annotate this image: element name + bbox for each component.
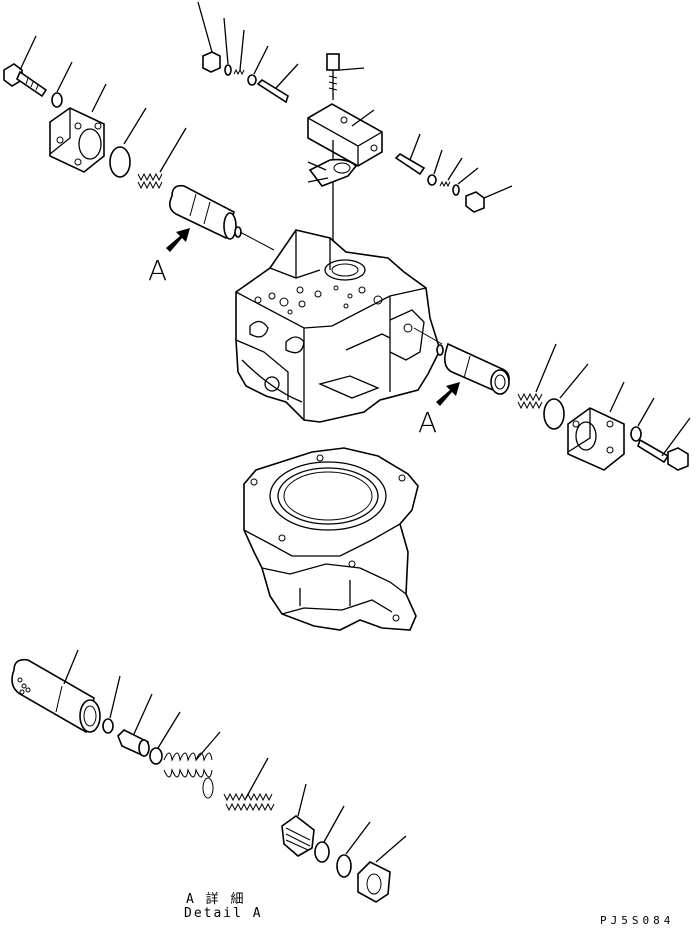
top-left-bolt xyxy=(3,35,48,98)
view-marker-a-left: A xyxy=(148,254,168,287)
detail-large-spring xyxy=(163,731,221,799)
view-marker-a-right: A xyxy=(418,406,438,439)
right-o-ring xyxy=(543,363,589,430)
detail-snap-ring xyxy=(314,805,345,863)
detail-ring-2 xyxy=(149,711,181,765)
drawing-code: PJ5S084 xyxy=(600,914,675,927)
top-left-cover-flange xyxy=(49,83,107,173)
top-small-pin xyxy=(256,63,299,104)
top-small-spring-1 xyxy=(233,29,245,76)
top-left-spool xyxy=(168,184,275,251)
top-right-pin xyxy=(394,133,426,176)
right-bolt xyxy=(637,417,691,471)
detail-sleeve xyxy=(11,649,101,734)
top-right-plug xyxy=(465,185,513,213)
top-left-o-ring xyxy=(109,107,147,178)
detail-nut xyxy=(357,835,407,903)
top-left-washer xyxy=(51,61,73,108)
detail-threaded-seat xyxy=(281,783,315,857)
pump-head-casting xyxy=(235,229,441,423)
view-arrow-right xyxy=(436,382,460,406)
right-washer xyxy=(630,397,655,442)
right-spring xyxy=(517,343,557,410)
detail-plunger xyxy=(117,693,153,758)
cylinder-housing xyxy=(243,447,419,631)
top-left-spring xyxy=(137,127,187,190)
detail-caption-jp: A 詳 細 xyxy=(186,892,246,907)
top-socket-bolt xyxy=(326,53,365,100)
top-small-washer-1 xyxy=(223,17,232,76)
top-right-washer xyxy=(452,167,479,196)
detail-small-spring xyxy=(223,757,275,812)
right-spool xyxy=(413,327,510,396)
right-cover-flange xyxy=(567,381,625,471)
detail-small-ring xyxy=(102,675,121,734)
view-arrow-left xyxy=(166,228,190,252)
top-small-ring xyxy=(247,45,269,86)
top-plug xyxy=(197,1,221,73)
top-right-ring xyxy=(427,149,443,186)
detail-o-ring xyxy=(336,821,371,878)
detail-caption-en: Detail A xyxy=(184,906,263,921)
top-gasket-plate xyxy=(307,158,358,187)
top-right-spring xyxy=(439,157,463,188)
